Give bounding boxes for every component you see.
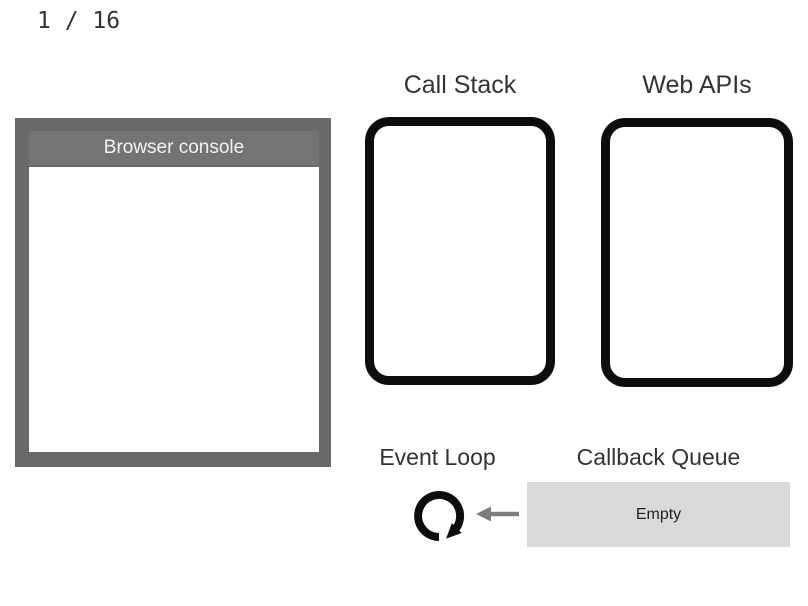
event-loop-icon [414,491,465,541]
call-stack-label: Call Stack [403,71,517,99]
callback-queue-box: Empty [527,482,790,547]
event-loop-label: Event Loop [379,444,496,470]
callback-queue-status: Empty [635,505,682,523]
web-apis-label: Web APIs [642,71,752,99]
browser-console-title: Browser console [29,131,319,165]
browser-console-panel: Browser console [15,118,331,467]
call-stack-box [365,117,555,385]
queue-to-loop-arrow-icon [476,506,519,522]
callback-queue-label: Callback Queue [576,444,741,470]
web-apis-box [601,118,793,387]
browser-console-output-area [29,167,319,452]
slide-counter: 1 / 16 [37,8,121,34]
